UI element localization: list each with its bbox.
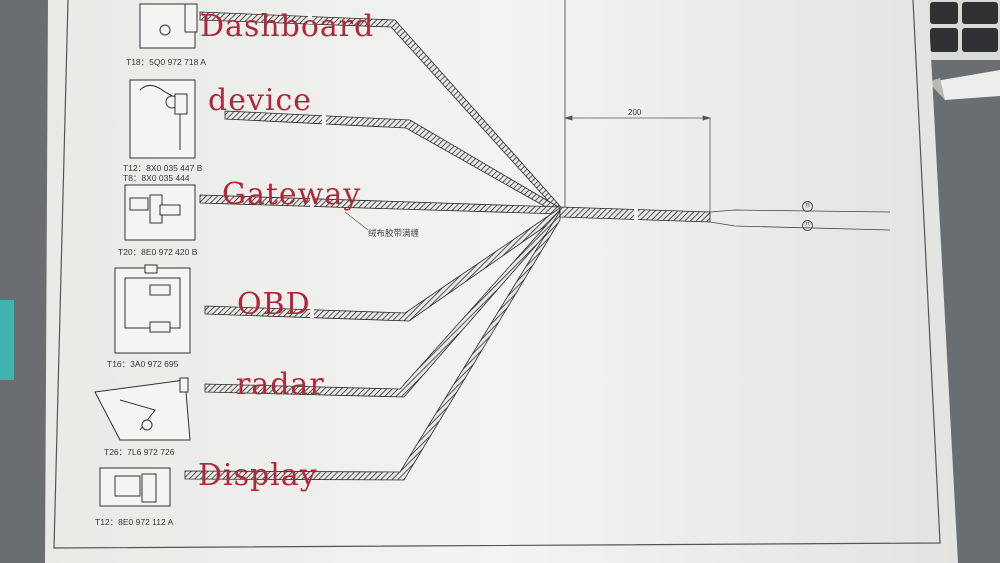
part-number-t16: T16：3A0 972 695: [107, 359, 179, 369]
label-obd: OBD: [237, 287, 311, 322]
tape-note: 绒布胶带满缠: [368, 229, 420, 239]
part-number-t8: T8：8X0 035 444: [123, 173, 190, 183]
part-number-t12-device: T12：8X0 035 447 B: [123, 163, 203, 173]
label-display: Display: [198, 458, 318, 493]
drawing-frame: [53, 0, 941, 549]
pin-marker-17: ⑰: [802, 220, 813, 231]
part-number-t12-display: T12：8E0 972 112 A: [95, 517, 174, 527]
connector-drawings: [94, 3, 198, 507]
part-number-t20: T20：8E0 972 420 B: [118, 247, 198, 257]
dimension-label: 200: [628, 108, 642, 117]
label-dashboard: Dashboard: [200, 9, 375, 44]
label-radar: radar: [236, 367, 325, 402]
part-number-t18: T18：5Q0 972 718 A: [126, 57, 206, 67]
pin-marker-19: ⑲: [802, 201, 813, 212]
teal-object: [0, 300, 14, 380]
part-number-t26: T26：7L6 972 726: [104, 447, 175, 457]
keyboard: [925, 0, 1000, 60]
dimension-200: [563, 115, 712, 215]
label-device: device: [208, 83, 313, 118]
label-gateway: Gateway: [222, 177, 362, 212]
